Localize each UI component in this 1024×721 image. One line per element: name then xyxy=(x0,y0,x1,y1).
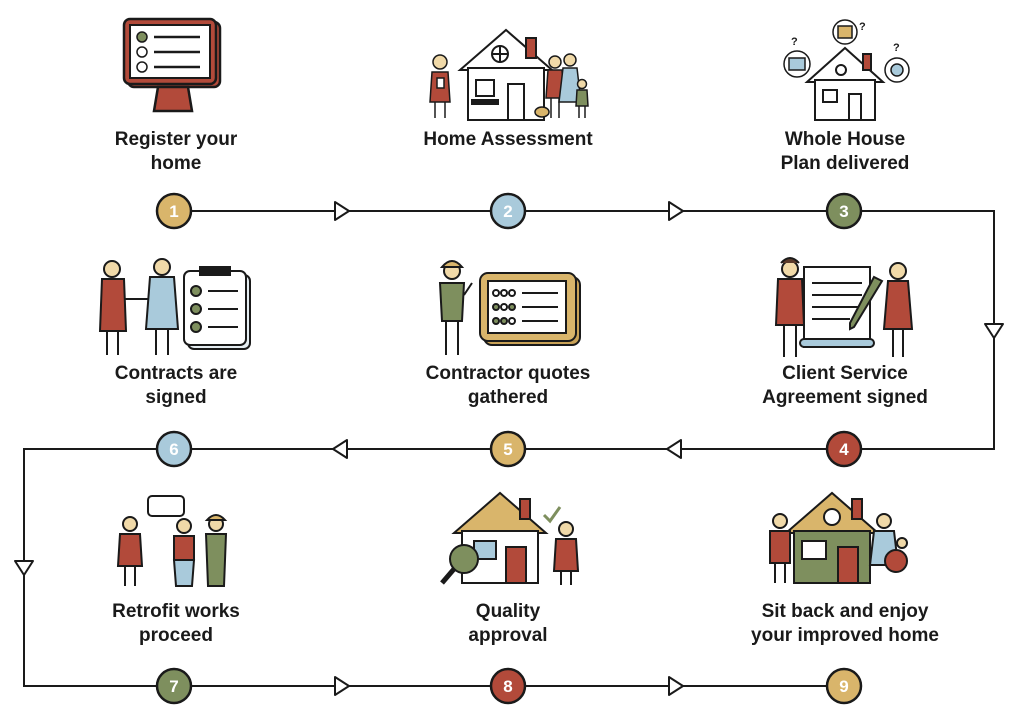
step-8-node: 8 xyxy=(489,667,527,705)
step-2-label: Home Assessment xyxy=(388,128,628,152)
step-2-circle xyxy=(489,192,527,230)
svg-text:?: ? xyxy=(893,42,900,54)
step-1-label-line1: Register your xyxy=(114,129,238,150)
step-5-number: 5 xyxy=(503,440,512,459)
step-7-node: 7 xyxy=(155,667,193,705)
workers-team-icon xyxy=(116,495,228,587)
step-1-circle xyxy=(155,192,193,230)
step-9-circle xyxy=(825,667,863,705)
step-8-label-line1: Quality xyxy=(475,601,541,622)
house-inspection-icon xyxy=(440,491,580,585)
step-8-number: 8 xyxy=(503,677,512,696)
step-9-label: Sit back and enjoy your improved home xyxy=(725,600,965,648)
step-3-label-line2: Plan delivered xyxy=(780,153,910,174)
step-3-number: 3 xyxy=(839,202,848,221)
step-1-label: Register your home xyxy=(56,128,296,176)
flow-arrowhead-3 xyxy=(984,323,1004,339)
step-7-circle xyxy=(155,667,193,705)
step-4-label-line1: Client Service xyxy=(782,363,908,384)
step-7-label-line2: proceed xyxy=(139,625,213,646)
contractor-tablet-icon xyxy=(438,260,581,355)
step-4-number: 4 xyxy=(839,440,849,459)
step-2-number: 2 xyxy=(503,202,512,221)
step-3-label-line1: Whole House xyxy=(784,129,906,150)
flow-arrowhead-1 xyxy=(334,201,350,221)
step-4-circle xyxy=(825,430,863,468)
step-7-number: 7 xyxy=(169,677,178,696)
computer-checklist-icon xyxy=(122,17,222,113)
flow-arrowhead-4 xyxy=(666,439,682,459)
flow-arrowhead-7 xyxy=(334,676,350,696)
step-4-node: 4 xyxy=(825,430,863,468)
step-6-number: 6 xyxy=(169,440,178,459)
step-9-node: 9 xyxy=(825,667,863,705)
happy-family-home-icon xyxy=(769,491,908,584)
flow-arrowhead-2 xyxy=(668,201,684,221)
step-6-node: 6 xyxy=(155,430,193,468)
step-5-label-line1: Contractor quotes xyxy=(425,363,591,384)
step-3-node: 3 xyxy=(825,192,863,230)
step-2-node: 2 xyxy=(489,192,527,230)
step-6-label-line2: signed xyxy=(145,387,207,408)
step-4-label-line2: Agreement signed xyxy=(762,387,928,408)
step-nodes: 1 2 3 4 5 6 7 8 9 xyxy=(155,192,863,705)
svg-text:?: ? xyxy=(791,36,798,48)
flow-arrowhead-8 xyxy=(668,676,684,696)
step-6-label-line1: Contracts are xyxy=(114,363,238,384)
house-family-assessor-icon xyxy=(429,28,589,121)
step-1-label-line2: home xyxy=(150,153,202,174)
step-9-label-line2: your improved home xyxy=(751,625,939,646)
step-8-label: Quality approval xyxy=(388,600,628,648)
house-options-icon: ??? xyxy=(783,19,910,121)
step-5-label: Contractor quotes gathered xyxy=(388,362,628,410)
svg-text:?: ? xyxy=(859,21,866,33)
step-9-number: 9 xyxy=(839,677,848,696)
step-4-label: Client Service Agreement signed xyxy=(725,362,965,410)
step-7-label-line1: Retrofit works xyxy=(112,601,240,622)
step-2-label-line1: Home Assessment xyxy=(423,129,593,150)
step-9-label-line1: Sit back and enjoy xyxy=(761,601,929,622)
step-8-label-line2: approval xyxy=(468,625,548,646)
flow-arrowhead-5 xyxy=(332,439,348,459)
step-8-circle xyxy=(489,667,527,705)
step-1-number: 1 xyxy=(169,202,178,221)
signing-document-icon xyxy=(774,257,914,357)
step-5-circle xyxy=(489,430,527,468)
flow-arrowhead-6 xyxy=(14,560,34,576)
step-5-label-line2: gathered xyxy=(467,387,549,408)
handshake-contract-icon xyxy=(98,258,251,355)
step-5-node: 5 xyxy=(489,430,527,468)
step-3-label: Whole House Plan delivered xyxy=(725,128,965,176)
step-3-circle xyxy=(825,192,863,230)
step-6-circle xyxy=(155,430,193,468)
step-6-label: Contracts are signed xyxy=(56,362,296,410)
step-7-label: Retrofit works proceed xyxy=(56,600,296,648)
step-1-node: 1 xyxy=(155,192,193,230)
